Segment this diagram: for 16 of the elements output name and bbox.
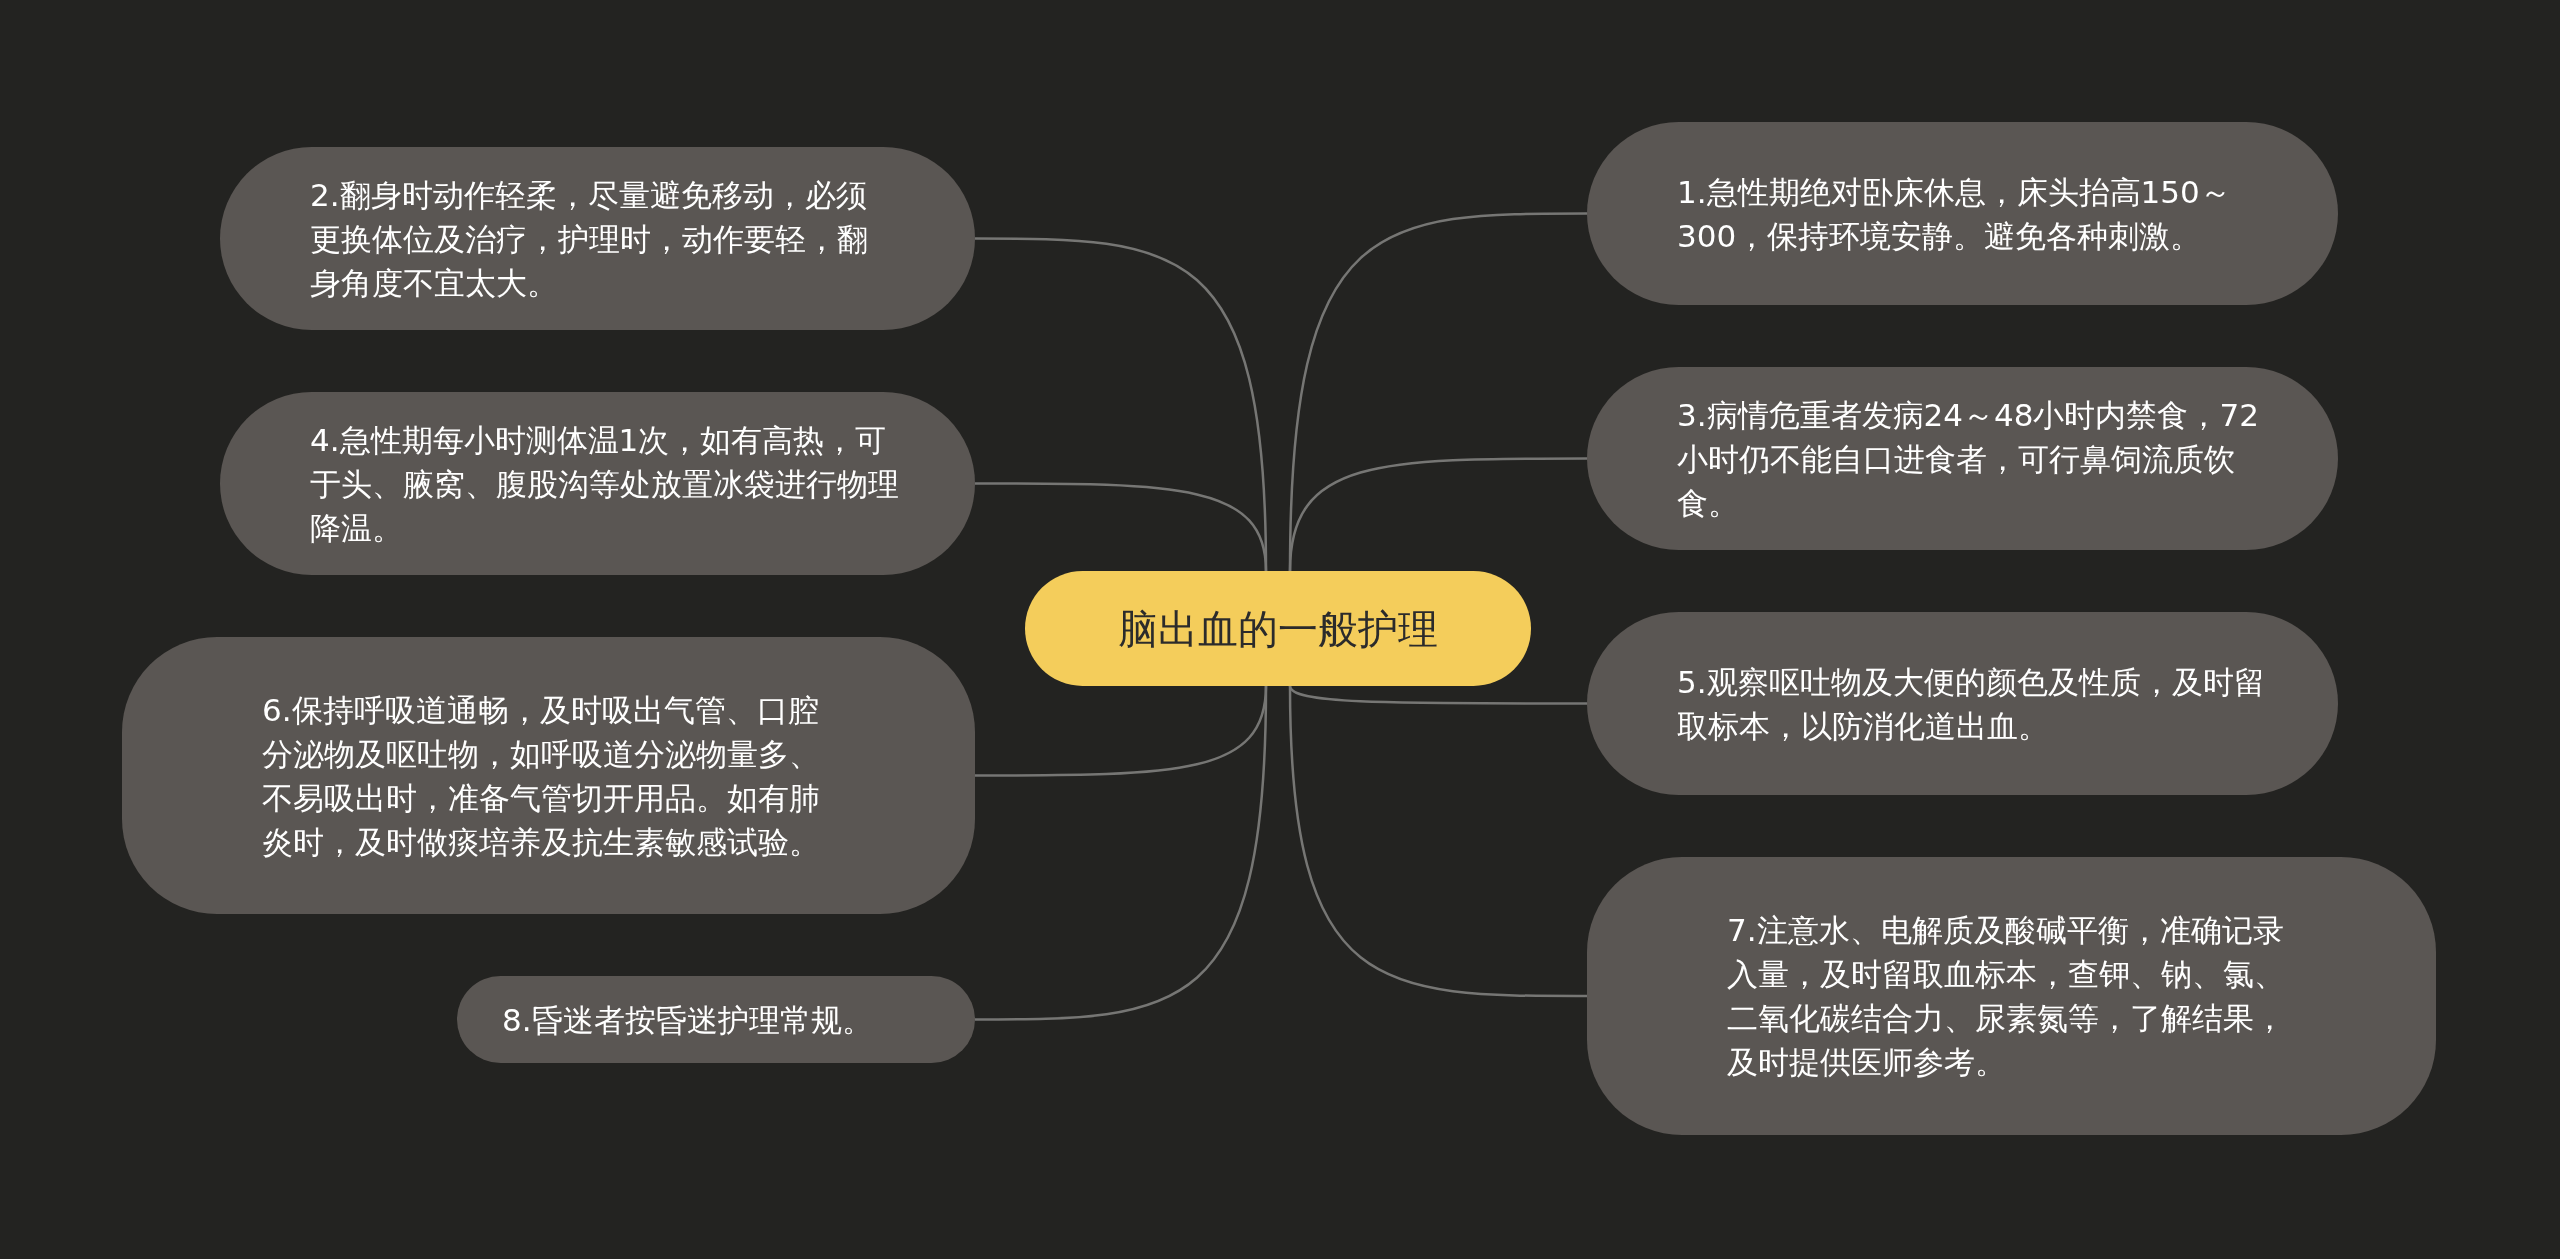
connector-line — [1288, 685, 1587, 998]
topic-text: 3.病情危重者发病24～48小时内禁食，72小时仍不能自口进食者，可行鼻饲流质饮食。 — [1677, 395, 2260, 523]
connector-line — [1288, 457, 1587, 572]
topic-box — [1587, 857, 2436, 1135]
topic-text: 2.翻身时动作轻柔，尽量避免移动，必须更换体位及治疗，护理时，动作要轻，翻身角度不宜太大。 — [310, 175, 869, 303]
connector-line — [975, 685, 1268, 1021]
topic-box — [122, 637, 975, 914]
topic-text: 8.昏迷者按昏迷护理常规。 — [502, 1000, 874, 1040]
topic-text: 7.注意水、电解质及酸碱平衡，准确记录入量，及时留取血标本，查钾、钠、氯、二氧化碳结合力、尿素氮等，了解结果，及时提供医师参考。 — [1727, 911, 2286, 1082]
topic-text: 4.急性期每小时测体温1次，如有高热，可于头、腋窝、腹股沟等处放置冰袋进行物理降温。 — [310, 420, 900, 548]
topic-text: 1.急性期绝对卧床休息，床头抬高150～300，保持环境安静。避免各种刺激。 — [1677, 172, 2232, 256]
topic-text: 5.观察呕吐物及大便的颜色及性质，及时留取标本，以防消化道出血。 — [1677, 662, 2266, 746]
topic-text: 6.保持呼吸道通畅，及时吸出气管、口腔分泌物及呕吐物，如呼吸道分泌物量多、不易吸出时，准备气管切开用品。如有肺炎时，及时做痰培养及抗生素敏感试验。 — [262, 690, 821, 862]
connector-line — [1288, 685, 1587, 705]
central-topic-text: 脑出血的一般护理 — [1118, 604, 1438, 653]
connector-line — [975, 482, 1268, 572]
